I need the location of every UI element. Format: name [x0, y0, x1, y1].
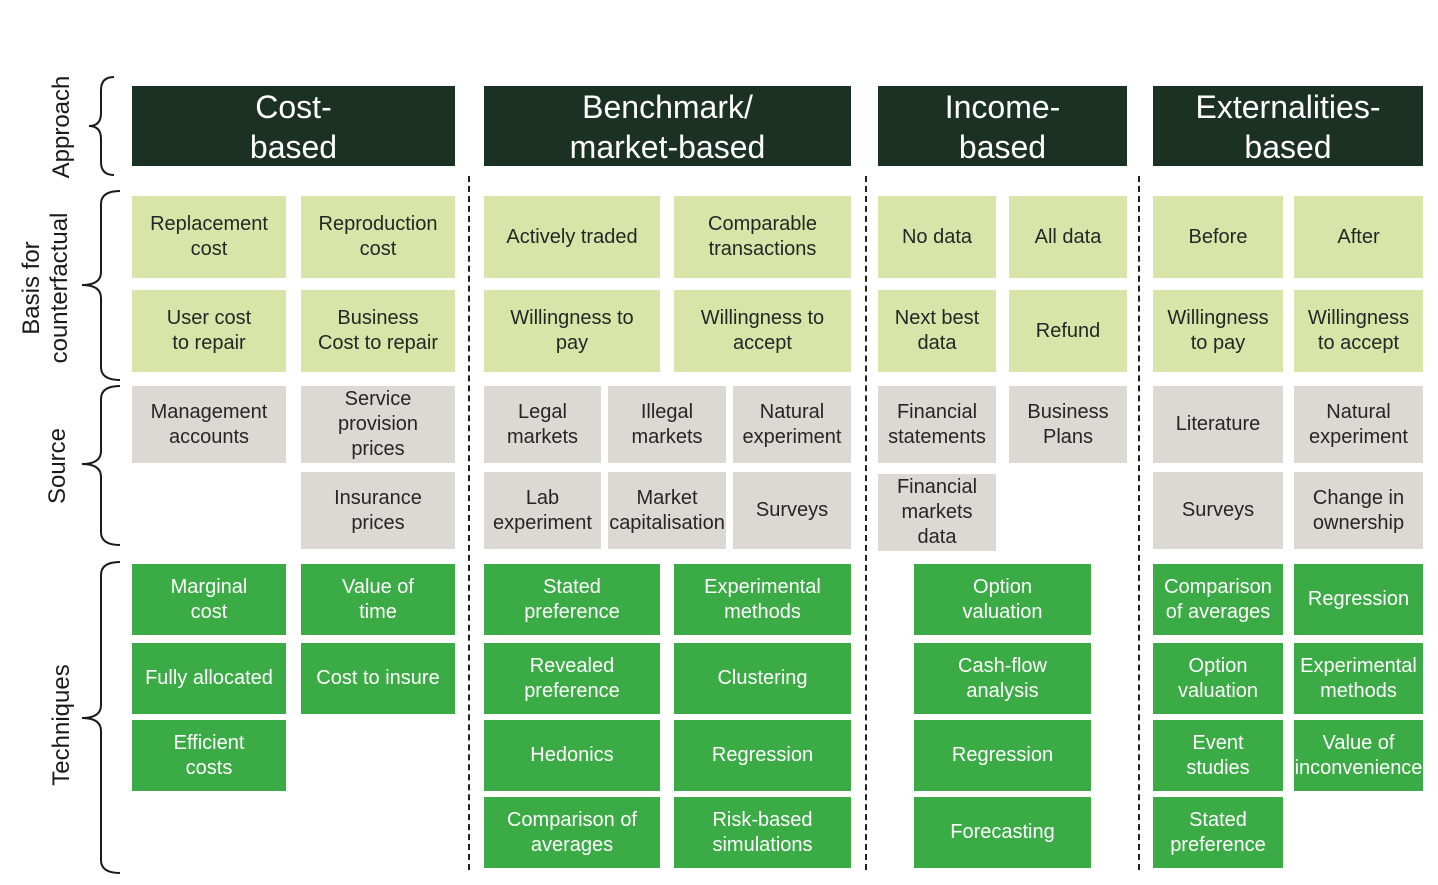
source-box: Natural experiment: [1294, 386, 1423, 463]
separator-2: [865, 176, 867, 870]
technique-box: Clustering: [674, 643, 851, 714]
source-box: Market capitalisation: [608, 472, 726, 549]
technique-box: Efficient costs: [132, 720, 286, 791]
approach-header-income: Income- based: [878, 86, 1127, 166]
basis-box: Business Cost to repair: [301, 290, 455, 372]
source-box: Literature: [1153, 386, 1283, 463]
technique-box: Marginal cost: [132, 564, 286, 635]
technique-box: Hedonics: [484, 720, 660, 791]
technique-box: Revealed preference: [484, 643, 660, 714]
basis-box: After: [1294, 196, 1423, 278]
row-label-techniques: Techniques: [48, 664, 75, 786]
source-box: Illegal markets: [608, 386, 726, 463]
row-label-approach: Approach: [48, 75, 75, 179]
approach-header-cost: Cost- based: [132, 86, 455, 166]
source-box: Change in ownership: [1294, 472, 1423, 549]
basis-box: Reproduction cost: [301, 196, 455, 278]
technique-box: Fully allocated: [132, 643, 286, 714]
approach-brace: [88, 76, 115, 176]
source-box: Surveys: [1153, 472, 1283, 549]
basis-box: Willingness to accept: [1294, 290, 1423, 372]
basis-box: Replacement cost: [132, 196, 286, 278]
technique-box: Stated preference: [484, 564, 660, 635]
technique-box: Forecasting: [914, 797, 1091, 868]
technique-box: Experimental methods: [674, 564, 851, 635]
row-braces: [81, 76, 121, 874]
technique-box: Option valuation: [914, 564, 1091, 635]
source-box: Insurance prices: [301, 472, 455, 549]
separator-3: [1138, 176, 1140, 870]
technique-box: Cost to insure: [301, 643, 455, 714]
basis-box: Willingness to accept: [674, 290, 851, 372]
source-box: Lab experiment: [484, 472, 601, 549]
basis-box: Willingness to pay: [1153, 290, 1283, 372]
technique-box: Comparison of averages: [484, 797, 660, 868]
technique-box: Regression: [914, 720, 1091, 791]
basis-box: Comparable transactions: [674, 196, 851, 278]
basis-box: Before: [1153, 196, 1283, 278]
technique-box: Comparison of averages: [1153, 564, 1283, 635]
source-box: Business Plans: [1009, 386, 1127, 463]
technique-box: Cash-flow analysis: [914, 643, 1091, 714]
technique-box: Option valuation: [1153, 643, 1283, 714]
technique-box: Experimental methods: [1294, 643, 1423, 714]
technique-box: Event studies: [1153, 720, 1283, 791]
basis-box: All data: [1009, 196, 1127, 278]
source-box: Financial statements: [878, 386, 996, 463]
technique-box: Risk-based simulations: [674, 797, 851, 868]
source-box: Service provision prices: [301, 386, 455, 463]
basis-box: Refund: [1009, 290, 1127, 372]
row-label-basis: Basis for counterfactual: [18, 212, 73, 364]
basis-box: Willingness to pay: [484, 290, 660, 372]
technique-box: Stated preference: [1153, 797, 1283, 868]
source-box: Financial markets data: [878, 474, 996, 551]
technique-box: Value of time: [301, 564, 455, 635]
row-label-source: Source: [44, 427, 71, 505]
basis-box: User cost to repair: [132, 290, 286, 372]
basis-box: No data: [878, 196, 996, 278]
source-box: Management accounts: [132, 386, 286, 463]
basis-box: Next best data: [878, 290, 996, 372]
source-box: Natural experiment: [733, 386, 851, 463]
source-brace: [81, 385, 121, 546]
source-box: Legal markets: [484, 386, 601, 463]
technique-box: Value of inconvenience: [1294, 720, 1423, 791]
technique-box: Regression: [1294, 564, 1423, 635]
technique-box: Regression: [674, 720, 851, 791]
basis-box: Actively traded: [484, 196, 660, 278]
approach-header-benchmark: Benchmark/ market-based: [484, 86, 851, 166]
basis-brace: [81, 190, 121, 381]
separator-1: [468, 176, 470, 870]
techniques-brace: [81, 561, 121, 874]
source-box: Surveys: [733, 472, 851, 549]
approach-header-externalities: Externalities- based: [1153, 86, 1423, 166]
